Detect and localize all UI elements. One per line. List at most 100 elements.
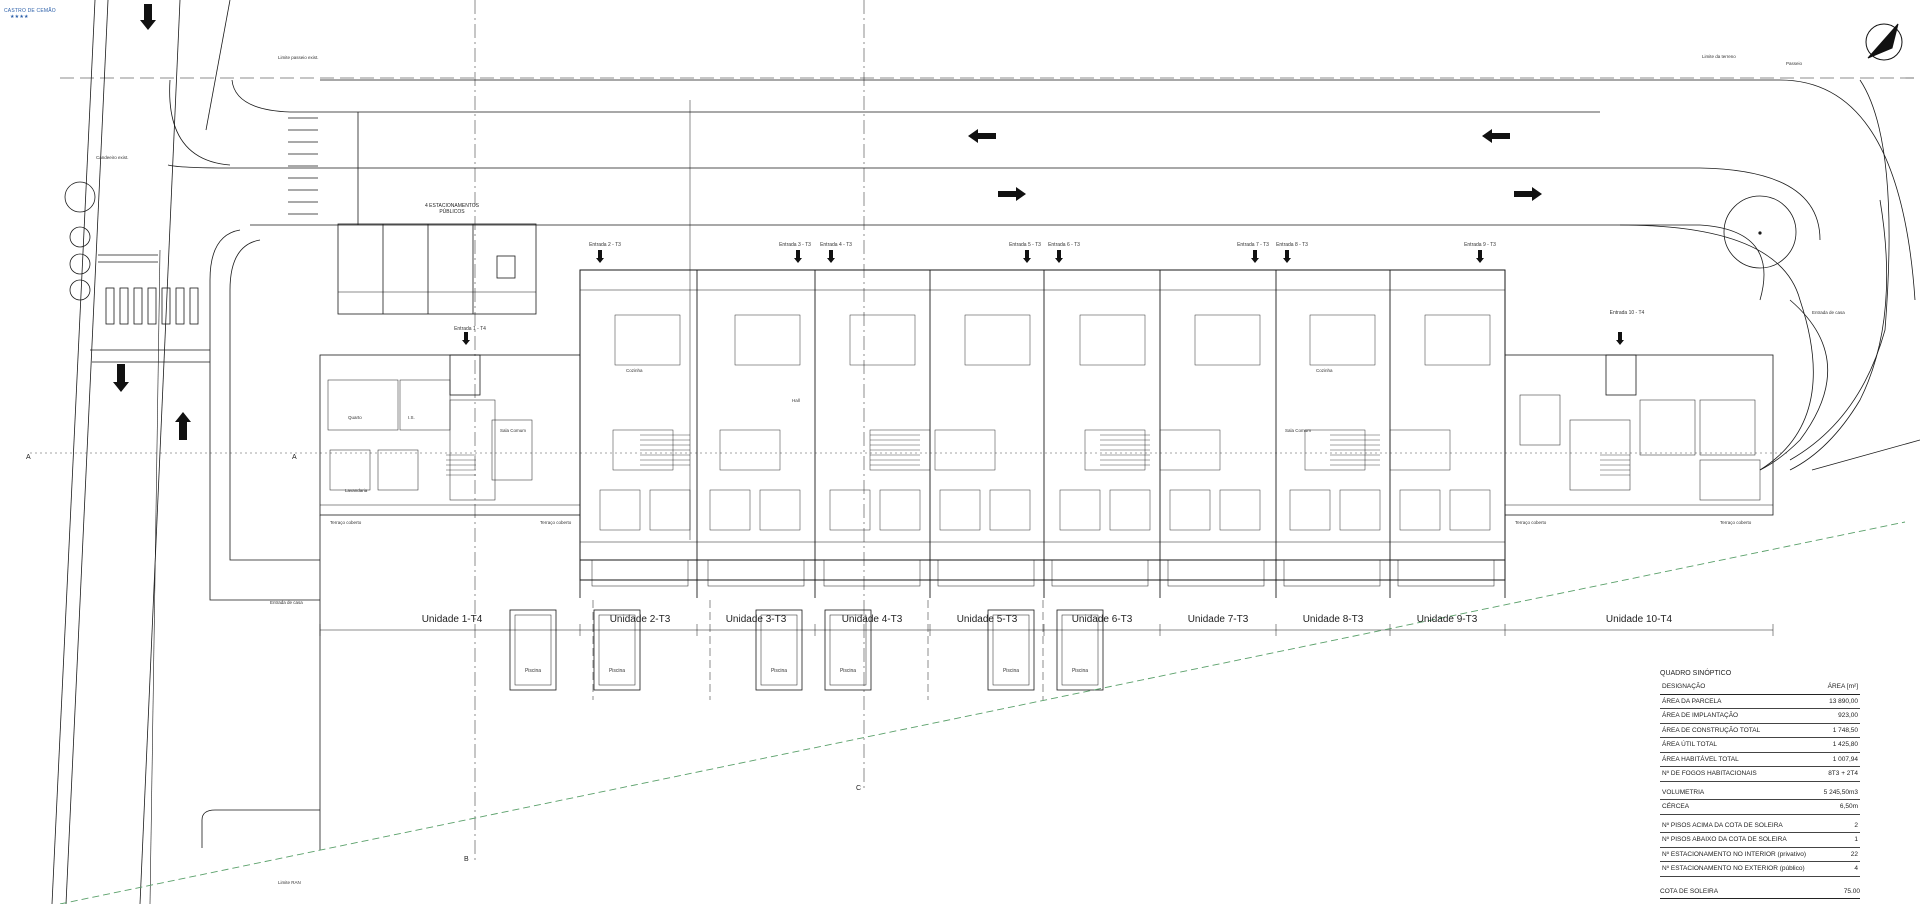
north-arrow-icon xyxy=(1865,23,1903,61)
crosswalk-left xyxy=(105,287,199,325)
room-label: Terraço coberto xyxy=(1720,520,1752,525)
summary-key: VOLUMETRIA xyxy=(1662,788,1705,796)
summary-key: ÁREA DA PARCELA xyxy=(1662,697,1722,705)
unit-label: Unidade 2-T3 xyxy=(609,614,671,625)
summary-row: Nº PISOS ABAIXO DA COTA DE SOLEIRA 1 xyxy=(1660,833,1860,848)
left-road-edge-4 xyxy=(205,0,231,131)
section-mark-c: C xyxy=(856,785,862,792)
summary-final-row: COTA DE SOLEIRA 75.00 xyxy=(1660,885,1860,899)
summary-value: 5 245,50m3 xyxy=(1823,788,1858,796)
logo-stars: ★★★★ xyxy=(10,14,29,20)
summary-row: Nº DE FOGOS HABITACIONAIS 8T3 + 2T4 xyxy=(1660,767,1860,782)
summary-key: ÁREA HABITÁVEL TOTAL xyxy=(1662,755,1739,763)
roundabout xyxy=(1723,195,1797,269)
label-limite-terreno: Limite da terreno xyxy=(1702,54,1736,59)
summary-value: 4 xyxy=(1854,865,1858,873)
mid-road-upper xyxy=(167,164,1821,241)
pool-label: Piscina xyxy=(839,668,857,674)
summary-key: Nº PISOS ACIMA DA COTA DE SOLEIRA xyxy=(1662,821,1783,829)
summary-row: ÁREA DA PARCELA 13 890,00 xyxy=(1660,695,1860,709)
room-label: Cozinha xyxy=(1316,368,1333,373)
parking-title: 4 ESTACIONAMENTOS PÚBLICOS xyxy=(425,203,479,215)
entrance-label: Entrada 8 - T3 xyxy=(1276,242,1308,248)
summary-value: 2 xyxy=(1854,821,1858,829)
summary-value: 8T3 + 2T4 xyxy=(1828,770,1858,778)
room-label: Sala Comum xyxy=(500,428,527,433)
summary-value: 1 007,94 xyxy=(1832,755,1858,763)
entrance-label: Entrada 10 - T4 xyxy=(1609,310,1645,316)
summary-row: ÁREA HABITÁVEL TOTAL 1 007,94 xyxy=(1660,753,1860,767)
room-label: Cozinha xyxy=(626,368,643,373)
logo-text: CASTRO DE CEMÃO xyxy=(4,8,56,14)
access-road xyxy=(209,229,320,601)
traffic-arrows xyxy=(113,4,1542,440)
right-curve-2 xyxy=(1789,199,1888,471)
unit-label: Unidade 10-T4 xyxy=(1605,614,1673,625)
summary-value: 13 890,00 xyxy=(1829,697,1858,705)
summary-key: ÁREA ÚTIL TOTAL xyxy=(1662,741,1718,749)
tree-2 xyxy=(69,226,91,248)
label-limite-passeio: Limite passeio exist. xyxy=(278,55,319,60)
staircases xyxy=(446,434,1630,476)
ran-limit-line xyxy=(59,521,1906,904)
right-loop xyxy=(1619,224,1814,471)
left-road-edge-2 xyxy=(65,0,109,904)
entrance-label: Entrada 5 - T3 xyxy=(1009,242,1041,248)
entrance-label: Entrada 9 - T3 xyxy=(1464,242,1496,248)
room-label: Terraço coberto xyxy=(330,520,362,525)
room-label: Lavandaria xyxy=(345,488,368,493)
building-left-wing xyxy=(319,354,581,516)
entrance-label: Entrada 6 - T3 xyxy=(1048,242,1080,248)
left-road-inner xyxy=(149,249,161,904)
mid-road-lower xyxy=(250,224,1765,301)
label-passeio: Passeio xyxy=(1786,61,1803,66)
tree-3 xyxy=(69,253,91,275)
summary-row: Nº PISOS ACIMA DA COTA DE SOLEIRA 2 xyxy=(1660,819,1860,833)
unit-label: Unidade 4-T3 xyxy=(841,614,903,625)
summary-key: Nº PISOS ABAIXO DA COTA DE SOLEIRA xyxy=(1662,836,1787,844)
unit-partitions xyxy=(579,270,1506,598)
top-road-lower xyxy=(231,79,1600,113)
room-label: Hall xyxy=(792,398,800,403)
section-mark-a-left: A xyxy=(26,454,31,461)
section-mark-a-right: A xyxy=(292,454,297,461)
summary-value: 1 425,80 xyxy=(1832,741,1858,749)
unit-label: Unidade 1-T4 xyxy=(421,614,483,625)
summary-final-key: COTA DE SOLEIRA xyxy=(1660,887,1719,895)
unit-label: Unidade 5-T3 xyxy=(956,614,1018,625)
unit-label: Unidade 8-T3 xyxy=(1302,614,1364,625)
entrance-label: Entrada 3 - T3 xyxy=(779,242,811,248)
building-right-wing xyxy=(1504,354,1774,516)
interior-rooms xyxy=(599,314,1491,531)
pool-label: Piscina xyxy=(608,668,626,674)
summary-table: QUADRO SINÓPTICO DESIGNAÇÃO ÁREA [m²] ÁR… xyxy=(1660,670,1860,899)
unit-label: Unidade 3-T3 xyxy=(725,614,787,625)
summary-value: 1 748,50 xyxy=(1832,726,1858,734)
unit-label: Unidade 9-T3 xyxy=(1416,614,1478,625)
tree-1 xyxy=(64,181,96,213)
summary-key: ÁREA DE IMPLANTAÇÃO xyxy=(1662,712,1739,720)
terraces xyxy=(591,559,1495,587)
unit-label: Unidade 7-T3 xyxy=(1187,614,1249,625)
right-edge-1 xyxy=(1811,439,1920,471)
room-label: Terraço coberto xyxy=(540,520,572,525)
label-entrada-casa-left: Entrada de casa xyxy=(270,600,303,605)
summary-key: CÉRCEA xyxy=(1662,803,1690,811)
summary-value: 1 xyxy=(1854,836,1858,844)
pool-label: Piscina xyxy=(1071,668,1089,674)
right-loop-2 xyxy=(1759,299,1828,471)
summary-key: Nº DE FOGOS HABITACIONAIS xyxy=(1662,770,1757,778)
room-label: Terraço coberto xyxy=(1515,520,1547,525)
summary-header-value: ÁREA [m²] xyxy=(1827,683,1858,691)
left-road-edge-1 xyxy=(51,0,96,904)
entrance-label: Entrada 4 - T3 xyxy=(820,242,852,248)
summary-value: 923,00 xyxy=(1838,712,1858,720)
summary-key: Nº ESTACIONAMENTO NO EXTERIOR (público) xyxy=(1662,865,1805,873)
summary-row: ÁREA ÚTIL TOTAL 1 425,80 xyxy=(1660,738,1860,753)
pool-label: Piscina xyxy=(770,668,788,674)
summary-header-key: DESIGNAÇÃO xyxy=(1662,683,1706,691)
room-label: I.S. xyxy=(408,415,415,420)
